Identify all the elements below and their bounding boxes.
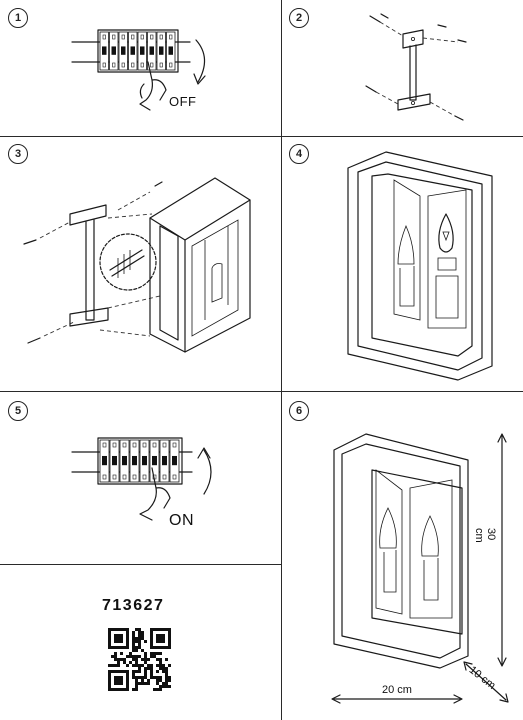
- article-code: 713627: [102, 597, 165, 614]
- wall-lamp-icon: [333, 433, 469, 669]
- switch-panel-icon: [71, 437, 193, 485]
- screw-icon: [23, 181, 163, 344]
- bracket-icon: [397, 29, 431, 111]
- screw-icon: [365, 13, 467, 121]
- hand-icon: [139, 467, 171, 521]
- rotate-arrow-icon: [193, 39, 206, 85]
- switch-panel-icon: [99, 233, 157, 291]
- wall-lamp-icon: [149, 177, 251, 353]
- off-label: OFF: [169, 94, 197, 109]
- hand-icon: [139, 61, 167, 111]
- candle-bulb-icon: [435, 213, 459, 319]
- dimension-lines: [331, 433, 509, 704]
- row-divider-1: [0, 136, 523, 137]
- step-number-2: 2: [289, 8, 309, 28]
- wall-lamp-icon: [347, 151, 493, 381]
- step-number-5: 5: [8, 401, 28, 421]
- step-number-3: 3: [8, 144, 28, 164]
- row-divider-2: [0, 391, 523, 392]
- step-number-6: 6: [289, 401, 309, 421]
- switch-panel-icon: [71, 29, 191, 73]
- step-number-1: 1: [8, 8, 28, 28]
- row-divider-3: [0, 564, 281, 565]
- bracket-icon: [69, 204, 109, 327]
- step-number-4: 4: [289, 144, 309, 164]
- rotate-arrow-icon: [197, 447, 212, 495]
- column-divider: [281, 0, 282, 720]
- on-label: ON: [169, 512, 194, 529]
- width-dimension: 20 cm: [382, 684, 412, 696]
